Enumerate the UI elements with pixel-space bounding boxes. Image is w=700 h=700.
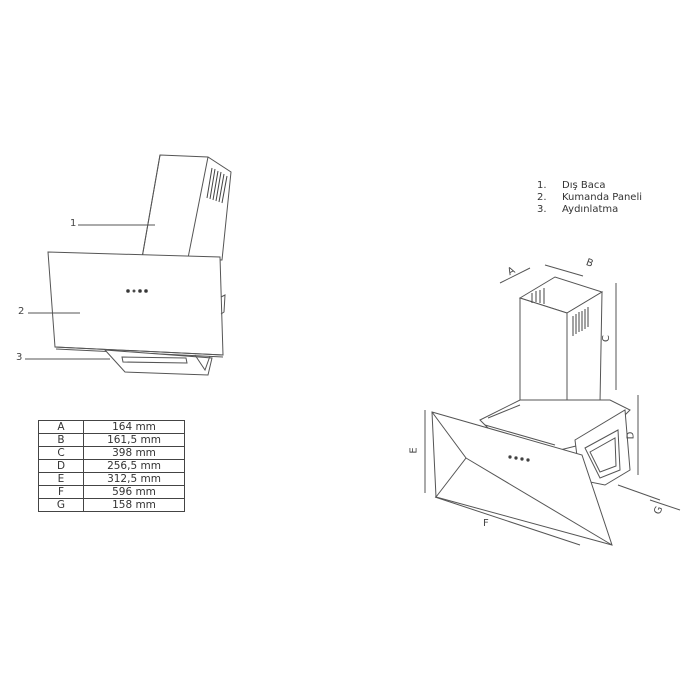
dim-label-e: E [408, 447, 420, 454]
dim-label-c: C [600, 335, 612, 342]
legend-item: 1.Dış Baca [537, 180, 606, 191]
callout-3-label: 3 [16, 352, 23, 363]
hood-isometric-drawing [424, 264, 681, 546]
dim-label-f: F [483, 518, 489, 529]
legend-item: 3.Aydınlatma [537, 204, 619, 215]
legend-item: 2.Kumanda Paneli [537, 192, 643, 203]
callout-1-label: 1 [70, 218, 77, 229]
callout-2-label: 2 [18, 306, 25, 317]
parts-legend: 1.Dış Baca 2.Kumanda Paneli 3.Aydınlatma [537, 180, 642, 216]
dim-label-d: D [625, 431, 637, 440]
